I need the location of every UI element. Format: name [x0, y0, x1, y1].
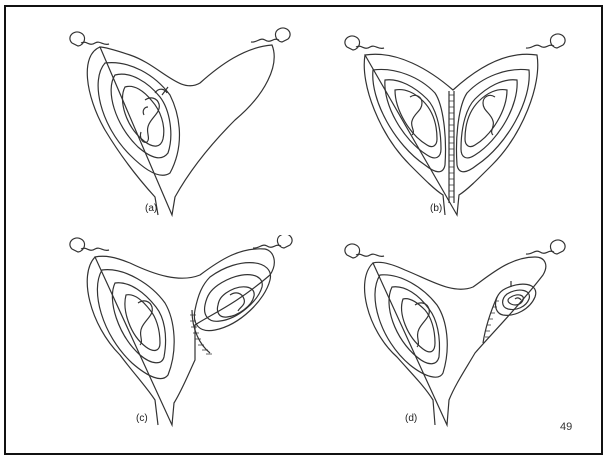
panel-label-c: (c): [136, 413, 148, 424]
uterus-drawing-a: [60, 25, 300, 220]
septum: [449, 91, 454, 203]
uterus-outline: [365, 257, 546, 425]
uterus-outline: [87, 45, 274, 215]
left-ovary: [70, 238, 85, 252]
panel-b: (b): [335, 25, 575, 220]
right-tube: [526, 251, 554, 254]
panel-a: (a): [60, 25, 300, 220]
left-tube: [356, 254, 384, 256]
uterus-drawing-b: [335, 25, 575, 220]
left-ovary: [70, 32, 85, 46]
panel-d: (d): [335, 235, 575, 430]
right-tube: [253, 245, 281, 248]
right-tube: [526, 45, 554, 48]
panel-label-d: (d): [405, 413, 417, 424]
panel-label-a: (a): [145, 203, 157, 214]
left-tube: [356, 46, 384, 48]
panel-c: (c): [60, 235, 300, 430]
left-tube: [81, 42, 109, 44]
left-ovary: [345, 244, 360, 258]
uterus-drawing-c: [60, 235, 300, 430]
page-number: 49: [560, 421, 572, 433]
panel-label-b: (b): [430, 203, 442, 214]
left-ovary: [345, 36, 360, 50]
right-tube: [251, 39, 279, 42]
uterus-drawing-d: [335, 235, 575, 430]
uterus-outline: [87, 249, 274, 425]
left-tube: [81, 248, 109, 250]
